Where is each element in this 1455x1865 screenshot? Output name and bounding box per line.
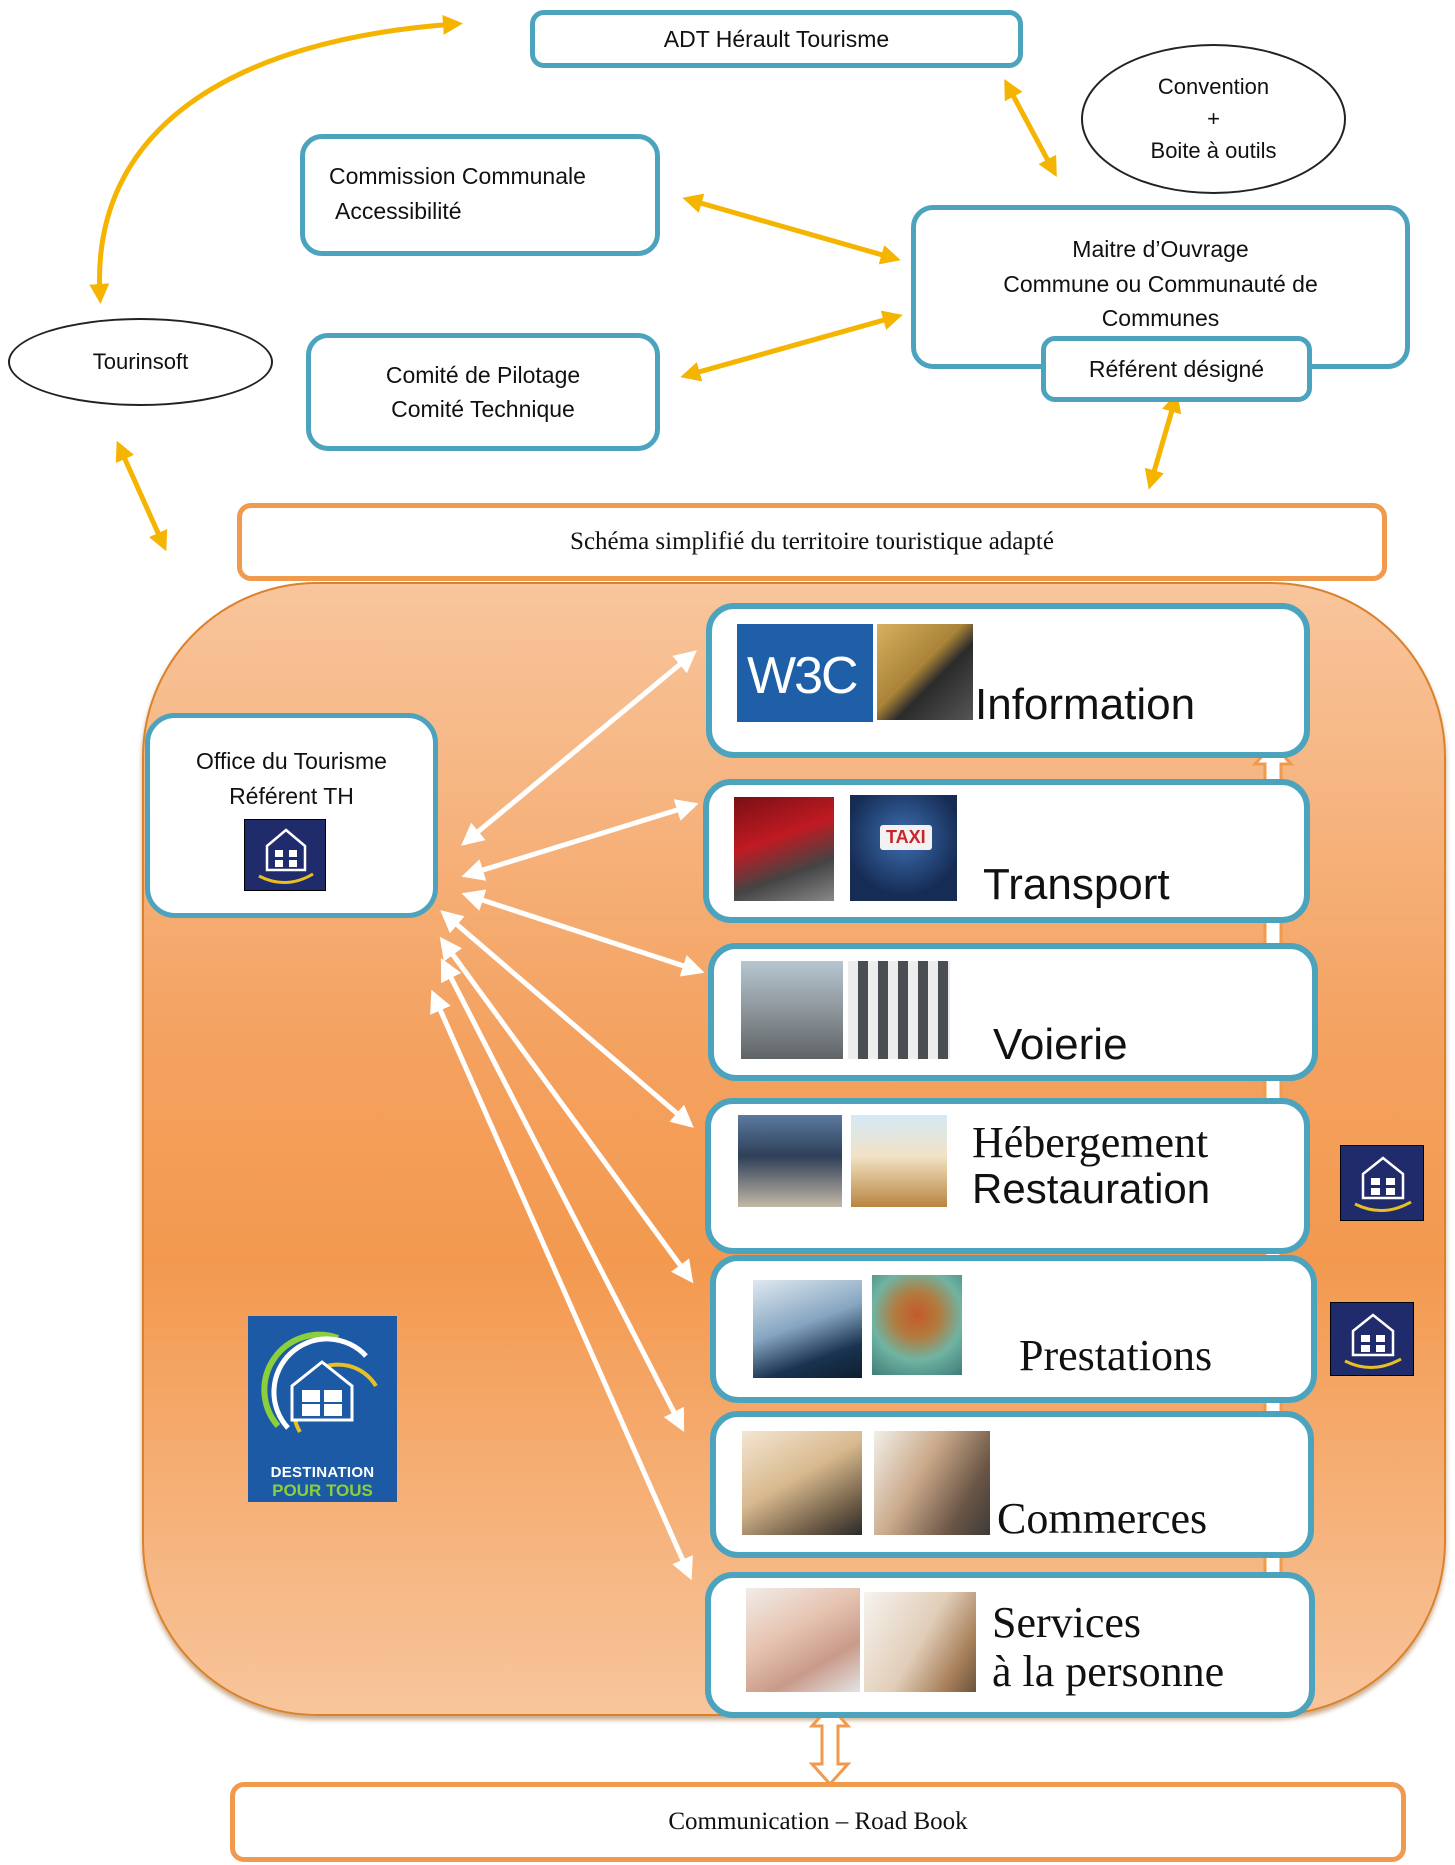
transport-label: Transport [983,860,1170,909]
communication-box: Communication – Road Book [230,1782,1406,1862]
comite-line1: Comité de Pilotage [385,361,581,388]
comite-line2: Comité Technique [391,396,575,422]
schema-label: Schéma simplifié du territoire touristiq… [570,528,1054,555]
commerces-photo-shop [874,1431,990,1535]
w3c-logo: W3C [737,624,873,722]
convention-line1: Convention [1157,74,1270,100]
destination-pour-tous-logo: DESTINATION POUR TOUS [248,1316,397,1502]
maitre-line2: Commune ou Communauté de [1003,270,1318,297]
transport-photo-taxi: TAXI [850,795,957,901]
referent-label: Référent désigné [1088,355,1265,382]
maitre-line1: Maitre d’Ouvrage [1072,236,1249,262]
comite-box: Comité de Pilotage Comité Technique [306,333,660,451]
arrow-commission-maitre [682,193,901,265]
commerces-photo-payment [742,1431,862,1535]
convention-line2: + [1207,106,1220,132]
arrow-office-transport [461,799,699,881]
destination-text-line1: DESTINATION [270,1464,375,1481]
office-line2: Référent TH [229,782,354,809]
tourinsoft-label: Tourinsoft [92,349,189,375]
arrow-office-prestations [439,936,694,1284]
hebergement-photo-terrace [851,1115,947,1207]
taxi-text: TAXI [880,825,932,850]
voierie-photo-crossing [848,961,950,1059]
arrow-office-voierie [461,889,705,977]
maitre-line3: Communes [1101,305,1220,331]
arrow-office-hebergement [440,910,694,1128]
transport-photo-bus [734,797,834,901]
arrow-adt-maitre [1004,78,1057,178]
services-photo-nurses [746,1588,860,1692]
commission-line2: Accessibilité [335,197,462,224]
services-photo-delivery [864,1592,976,1692]
commission-box: Commission Communale Accessibilité [300,134,660,256]
information-photo-laptop [877,624,973,720]
services-label-line2: à la personne [992,1647,1225,1696]
arrow-comite-maitre [680,310,903,382]
schema-box: Schéma simplifié du territoire touristiq… [237,503,1387,581]
voierie-photo-pedestrian [741,961,843,1059]
commission-line1: Commission Communale [329,163,586,189]
arrow-referent-schema [1144,392,1182,490]
arrow-office-information [461,650,697,846]
hebergement-th-badge [1340,1145,1424,1221]
office-line1: Office du Tourisme [196,748,387,774]
arrow-adt-tourinsoft [89,14,463,304]
referent-designe-box: Référent désigné [1041,336,1312,402]
information-label: Information [975,680,1196,729]
category-prestations [710,1255,1317,1403]
prestations-photo-sailing [753,1280,862,1378]
prestations-photo-painting [872,1275,962,1375]
convention-oval: Convention + Boite à outils [1081,44,1346,194]
convention-line3: Boite à outils [1150,137,1277,163]
commerces-label: Commerces [997,1494,1208,1543]
tourinsoft-oval: Tourinsoft [8,318,273,406]
tourisme-handicap-badge [244,819,326,891]
hebergement-label-line2: Restauration [972,1165,1211,1212]
hebergement-photo-cafe [738,1115,842,1207]
communication-label: Communication – Road Book [668,1808,968,1835]
destination-text-line2: POUR TOUS [272,1481,373,1500]
services-label-line1: Services [992,1598,1142,1647]
arrow-office-services [430,989,693,1581]
hebergement-label-line1: Hébergement [972,1118,1209,1167]
arrow-tourinsoft-zone [115,440,168,552]
adt-herault-box: ADT Hérault Tourisme [530,10,1023,68]
voierie-label: Voierie [993,1020,1128,1069]
adt-label: ADT Hérault Tourisme [663,25,890,52]
prestations-label: Prestations [1019,1331,1213,1380]
prestations-th-badge [1330,1302,1414,1376]
w3c-text: W3C [747,647,859,705]
arrow-office-commerces [440,957,685,1433]
